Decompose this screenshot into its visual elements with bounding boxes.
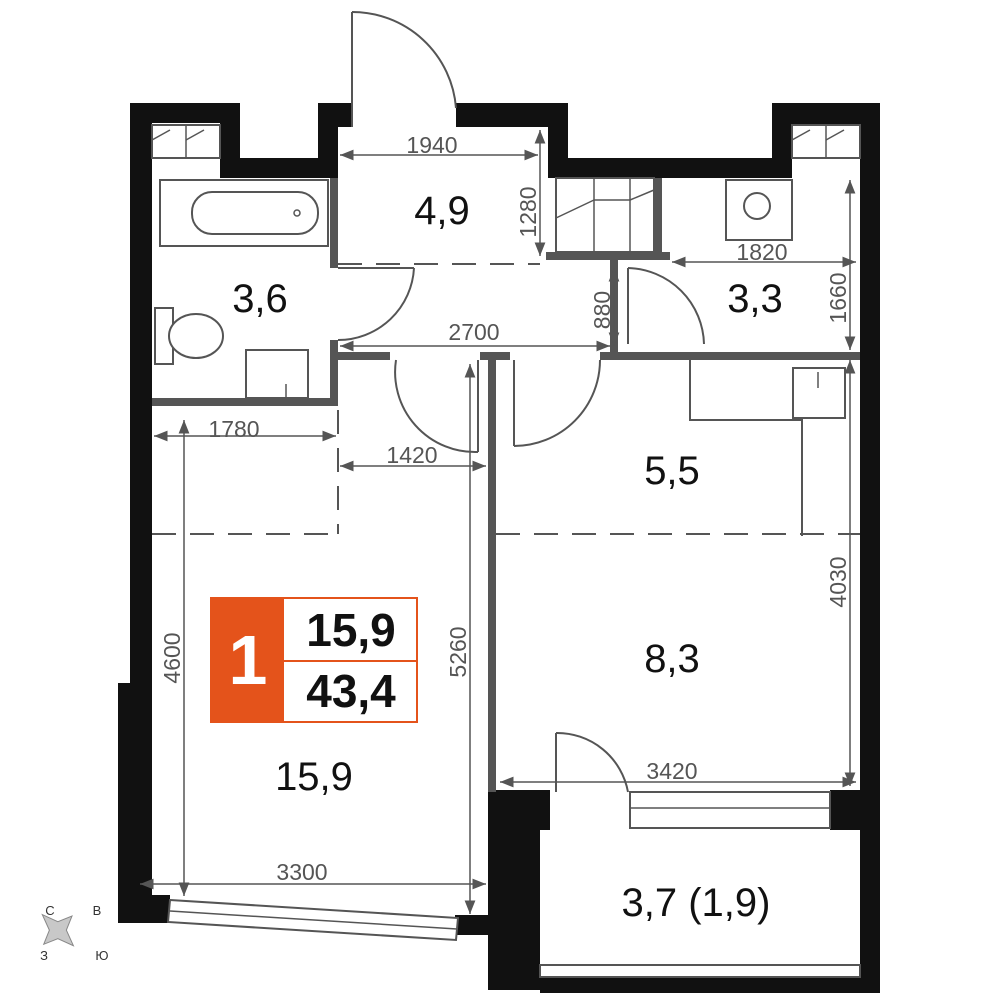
living-area-value: 15,9 <box>284 599 418 662</box>
dim-bath-width: 1780 <box>208 416 259 442</box>
area-wc: 3,3 <box>727 277 783 321</box>
area-hall: 4,9 <box>414 189 470 233</box>
compass-icon: С В З Ю <box>40 903 109 963</box>
dimension-labels: 1940 1280 1820 1660 880 2700 1780 1420 4… <box>159 132 851 885</box>
compass-west: З <box>40 948 48 963</box>
area-kitchen: 5,5 <box>644 449 700 493</box>
compass-north: С <box>45 903 54 918</box>
area-summary-badge: 1 15,9 43,4 <box>210 597 418 723</box>
area-living: 15,9 <box>275 755 353 799</box>
dim-living-depth-right: 5260 <box>445 626 471 677</box>
dim-hall-depth: 1280 <box>515 186 541 237</box>
area-bathroom: 3,6 <box>232 277 288 321</box>
dimension-lines <box>140 130 856 914</box>
dim-niche-width: 1420 <box>386 442 437 468</box>
dim-wc-depth: 1660 <box>825 272 851 323</box>
area-dining: 8,3 <box>644 637 700 681</box>
dim-kitchen-depth: 4030 <box>825 556 851 607</box>
room-areas: 4,9 3,6 3,3 5,5 8,3 15,9 3,7 (1,9) <box>232 189 783 925</box>
dim-kitchen-width: 3420 <box>646 758 697 784</box>
total-area-value: 43,4 <box>306 664 396 717</box>
dim-corridor-width: 2700 <box>448 319 499 345</box>
doors <box>337 10 705 793</box>
compass-east: В <box>93 903 102 918</box>
area-balcony: 3,7 (1,9) <box>622 881 771 925</box>
rooms-count: 1 <box>212 599 284 721</box>
dim-corridor-depth: 880 <box>589 291 615 329</box>
dim-living-width: 3300 <box>276 859 327 885</box>
dim-living-depth-left: 4600 <box>159 632 185 683</box>
dim-wc-width: 1820 <box>736 239 787 265</box>
fixtures <box>154 177 846 536</box>
compass-south: Ю <box>95 948 108 963</box>
zone-separators <box>152 263 860 535</box>
windows <box>151 124 861 978</box>
outer-walls <box>118 103 880 993</box>
dim-hall-width: 1940 <box>406 132 457 158</box>
